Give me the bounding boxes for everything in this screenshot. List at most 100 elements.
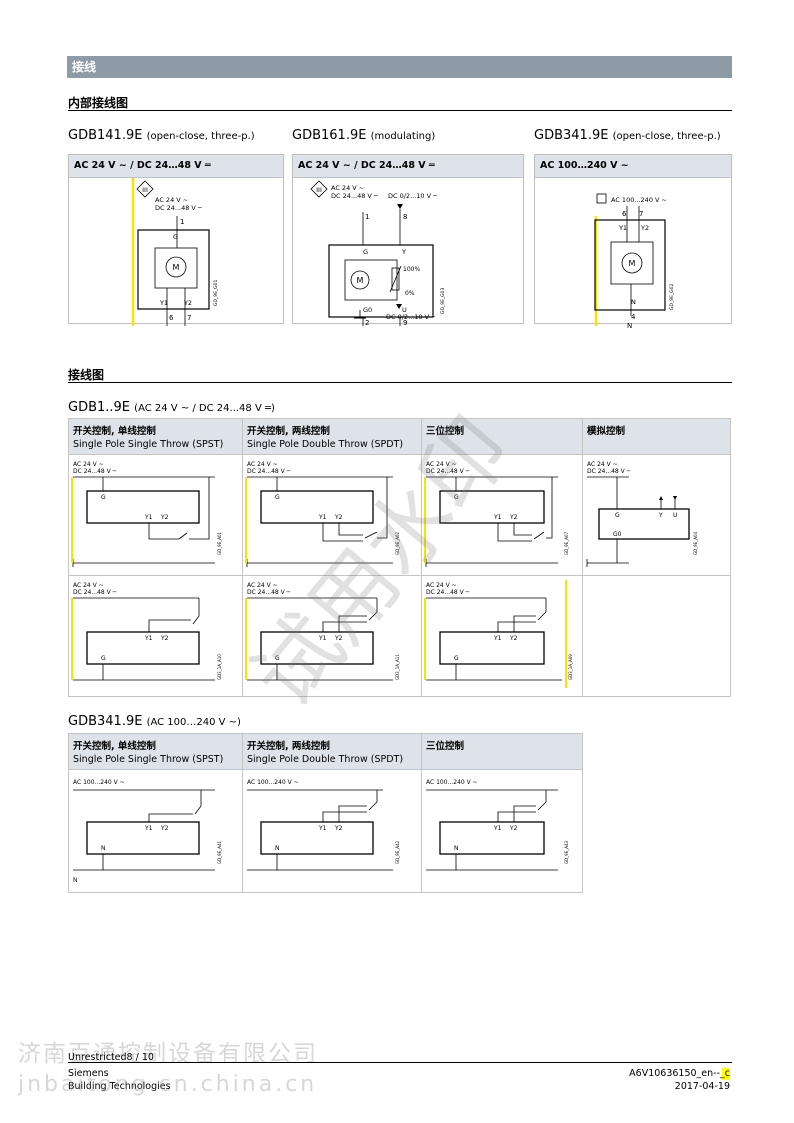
svg-text:N: N [631, 298, 636, 306]
wiring-cell: AC 24 V ~ DC 24...48 V ─ Y1 Y2 G GD3_1A_… [242, 575, 422, 697]
svg-text:DC 24...48 V ─: DC 24...48 V ─ [331, 192, 378, 200]
svg-text:Y1: Y1 [159, 299, 168, 307]
wiring-cell: AC 100...240 V ~ Y1 Y2 N GD_9E_A42 [242, 769, 422, 893]
col-header-three-position: 三位控制 [421, 418, 583, 455]
svg-text:GD_9E_A07: GD_9E_A07 [564, 531, 569, 555]
internal-diagram-gdb161: AC 24 V ~ / DC 24…48 V ═ III AC 24 V ~ D… [292, 154, 524, 327]
motor-icon [350, 270, 370, 290]
svg-text:1: 1 [365, 213, 369, 221]
model-title-gdb1: GDB1..9E (AC 24 V ~ / DC 24...48 V ═) [68, 400, 275, 415]
svg-text:Y1: Y1 [318, 825, 327, 832]
svg-text:Y2: Y2 [334, 635, 343, 642]
wiring-diagrams-heading: 接线图 [68, 368, 105, 382]
svg-text:G0: G0 [363, 306, 372, 314]
svg-text:AC 100...240 V ~: AC 100...240 V ~ [73, 779, 125, 786]
svg-text:G: G [173, 233, 178, 241]
svg-text:Y2: Y2 [334, 514, 343, 521]
svg-text:Y1: Y1 [493, 514, 502, 521]
svg-text:G0: G0 [613, 531, 622, 538]
svg-text:Y1: Y1 [144, 825, 153, 832]
wiring-cell: AC 100...240 V ~ Y1 Y2 N N GD_9E_A41 [68, 769, 243, 893]
svg-text:G: G [101, 494, 106, 501]
model-title-gdb341: GDB341.9E (open-close, three-p.) [534, 128, 721, 143]
svg-text:GD_9E_G02: GD_9E_G02 [669, 283, 675, 310]
svg-text:DC 24...48 V ─: DC 24...48 V ─ [247, 589, 291, 596]
svg-text:AC 100...240 V ~: AC 100...240 V ~ [426, 779, 478, 786]
model-title-gdb341-wiring: GDB341.9E (AC 100…240 V ~) [68, 714, 241, 729]
model-title-gdb141: GDB141.9E (open-close, three-p.) [68, 128, 255, 143]
svg-text:GD_9E_A02: GD_9E_A02 [395, 531, 400, 555]
svg-text:GD3_1A_A11: GD3_1A_A11 [395, 654, 400, 680]
svg-text:GD3_1A_A10: GD3_1A_A10 [217, 654, 222, 680]
svg-text:Y2: Y2 [334, 825, 343, 832]
svg-text:N: N [101, 845, 106, 852]
svg-text:1: 1 [180, 218, 184, 226]
footer-company: Siemens [68, 1068, 109, 1079]
svg-text:U: U [402, 306, 407, 314]
supply-label: DC 24...48 V ─ [155, 204, 202, 212]
svg-text:G: G [275, 494, 280, 501]
svg-text:Y2: Y2 [509, 825, 518, 832]
svg-text:AC 24 V ~: AC 24 V ~ [426, 582, 457, 589]
wiring-cell: AC 24 V ~ DC 24...48 V ─ G Y U G0 GD_9E_… [582, 454, 731, 576]
svg-text:G: G [101, 655, 106, 662]
svg-text:Y2: Y2 [509, 635, 518, 642]
svg-text:GD_9E_G01: GD_9E_G01 [213, 279, 219, 306]
diagram-header: AC 100…240 V ~ [535, 155, 731, 178]
svg-text:M: M [357, 276, 364, 285]
svg-text:AC 24 V ~: AC 24 V ~ [426, 461, 457, 468]
svg-text:M: M [629, 259, 636, 268]
svg-text:N: N [275, 845, 280, 852]
svg-text:Y2: Y2 [183, 299, 192, 307]
wiring-cell: AC 24 V ~ DC 24...48 V ─ G Y1 Y2 GD_9E_A… [68, 454, 243, 576]
svg-text:G: G [363, 248, 368, 256]
col-header-modulating: 模拟控制 [582, 418, 731, 455]
internal-wiring-heading: 内部接线图 [68, 96, 129, 110]
svg-text:DC 0/2...10 V ─: DC 0/2...10 V ─ [386, 313, 435, 321]
svg-text:Y1: Y1 [144, 514, 153, 521]
svg-text:7: 7 [187, 314, 191, 322]
wiring-cell: AC 24 V ~ DC 24...48 V ─ Y1 Y2 G GD3_1A_… [421, 575, 583, 697]
svg-text:N: N [454, 845, 459, 852]
svg-text:DC 0/2...10 V ─: DC 0/2...10 V ─ [388, 192, 437, 200]
gdb161-bottom-terminals: DC 0/2...10 V ─ [354, 304, 435, 321]
svg-text:DC 24...48 V ─: DC 24...48 V ─ [247, 468, 291, 475]
svg-text:GD_9E_A42: GD_9E_A42 [395, 840, 400, 864]
svg-text:DC 24...48 V ─: DC 24...48 V ─ [426, 468, 470, 475]
wiring-cell: AC 24 V ~ DC 24...48 V ─ Y1 Y2 G GD3_1A_… [68, 575, 243, 697]
wiring-cell-empty [582, 575, 731, 697]
heading-rule [68, 110, 732, 111]
svg-text:7: 7 [639, 210, 643, 218]
class-iii-icon: III [316, 186, 322, 194]
svg-text:G: G [454, 494, 459, 501]
svg-text:AC 24 V ~: AC 24 V ~ [247, 461, 278, 468]
footer-division: Building Technologies [68, 1081, 171, 1092]
wiring-cell: AC 24 V ~ DC 24...48 V ─ G Y1 Y2 GD_9E_A… [421, 454, 583, 576]
diagram-header: AC 24 V ~ / DC 24…48 V ═ [69, 155, 283, 178]
svg-text:N: N [627, 322, 632, 330]
svg-text:6: 6 [169, 314, 174, 322]
svg-text:M: M [173, 263, 180, 272]
motor-icon [621, 252, 643, 274]
heading-rule [68, 382, 732, 383]
svg-text:GD_9E_A41: GD_9E_A41 [217, 840, 222, 864]
diagram-header: AC 24 V ~ / DC 24…48 V ═ [293, 155, 523, 178]
svg-text:9: 9 [403, 319, 407, 327]
svg-text:Y: Y [658, 512, 663, 519]
svg-text:AC 100...240 V ~: AC 100...240 V ~ [247, 779, 299, 786]
svg-text:100%: 100% [403, 266, 420, 273]
footer-date: 2017-04-19 [674, 1081, 730, 1092]
class-ii-icon [596, 193, 607, 204]
svg-text:AC 24 V ~: AC 24 V ~ [73, 461, 104, 468]
svg-text:GD_9E_A01: GD_9E_A01 [217, 531, 222, 555]
potentiometer-icon [391, 267, 400, 291]
svg-text:U: U [673, 512, 677, 519]
svg-text:0%: 0% [405, 290, 415, 297]
svg-text:AC 24 V ~: AC 24 V ~ [247, 582, 278, 589]
svg-text:8: 8 [403, 213, 407, 221]
svg-text:N: N [73, 877, 78, 884]
svg-text:G: G [454, 655, 459, 662]
svg-text:6: 6 [622, 210, 627, 218]
